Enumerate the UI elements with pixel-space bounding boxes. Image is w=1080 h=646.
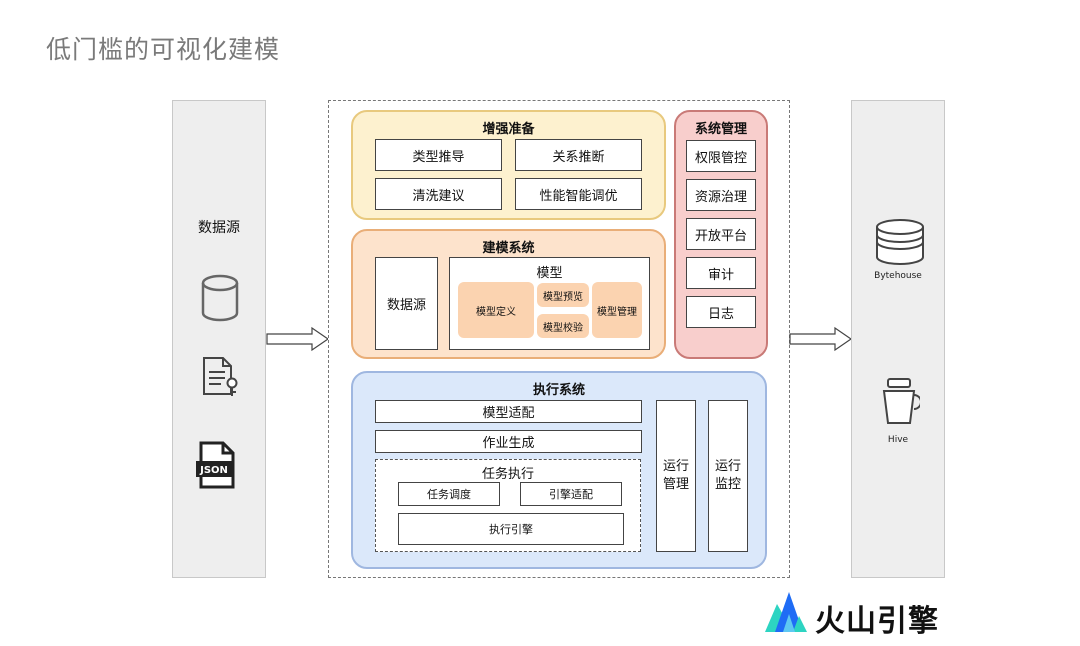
brand-name: 火山引擎 bbox=[815, 604, 939, 639]
json-file-icon: JSON bbox=[195, 441, 239, 493]
resource-governance-box: 资源治理 bbox=[686, 179, 756, 211]
audit-box: 审计 bbox=[686, 257, 756, 289]
run-monitor-box: 运行 监控 bbox=[708, 400, 748, 552]
run-monitor-line-2: 监控 bbox=[714, 477, 741, 492]
model-validation-box: 模型校验 bbox=[537, 314, 589, 338]
data-source-column-title: 数据源 bbox=[198, 220, 240, 236]
hive-bucket-icon bbox=[880, 377, 922, 431]
svg-text:JSON: JSON bbox=[199, 465, 228, 476]
modeling-datasource-box: 数据源 bbox=[375, 257, 438, 350]
enhance-panel-title: 增强准备 bbox=[482, 122, 535, 137]
execution-engine-box: 执行引擎 bbox=[398, 513, 624, 545]
document-key-icon bbox=[201, 356, 241, 402]
run-management-line-2: 管理 bbox=[662, 477, 689, 492]
modeling-panel-title: 建模系统 bbox=[482, 241, 535, 256]
task-scheduling-box: 任务调度 bbox=[398, 482, 500, 506]
job-generation-box: 作业生成 bbox=[375, 430, 642, 453]
engine-adapt-box: 引擎适配 bbox=[520, 482, 622, 506]
data-source-column: 数据源 JSON bbox=[172, 100, 266, 578]
type-inference-box: 类型推导 bbox=[375, 139, 502, 171]
flow-arrow-out bbox=[789, 326, 853, 352]
model-management-box: 模型管理 bbox=[592, 282, 642, 338]
relation-inference-box: 关系推断 bbox=[515, 139, 642, 171]
run-management-line-1: 运行 bbox=[662, 459, 689, 474]
target-column: Bytehouse Hive bbox=[851, 100, 945, 578]
bytehouse-database-icon bbox=[874, 217, 926, 271]
model-adapt-box: 模型适配 bbox=[375, 400, 642, 423]
system-management-panel-title: 系统管理 bbox=[694, 122, 747, 137]
database-icon bbox=[200, 273, 240, 327]
volcano-logo-icon bbox=[763, 590, 809, 638]
performance-tuning-box: 性能智能调优 bbox=[515, 178, 642, 210]
cleaning-suggestion-box: 清洗建议 bbox=[375, 178, 502, 210]
model-preview-box: 模型预览 bbox=[537, 283, 589, 307]
log-box: 日志 bbox=[686, 296, 756, 328]
flow-arrow-in bbox=[266, 326, 330, 352]
model-definition-box: 模型定义 bbox=[458, 282, 534, 338]
page-title: 低门槛的可视化建模 bbox=[46, 35, 281, 64]
model-box-title: 模型 bbox=[536, 266, 563, 281]
bytehouse-label: Bytehouse bbox=[874, 271, 922, 281]
hive-label: Hive bbox=[887, 435, 909, 445]
task-execution-title: 任务执行 bbox=[481, 467, 534, 482]
permission-control-box: 权限管控 bbox=[686, 140, 756, 172]
execution-panel-title: 执行系统 bbox=[532, 383, 585, 398]
run-monitor-line-1: 运行 bbox=[714, 459, 741, 474]
open-platform-box: 开放平台 bbox=[686, 218, 756, 250]
run-management-box: 运行 管理 bbox=[656, 400, 696, 552]
